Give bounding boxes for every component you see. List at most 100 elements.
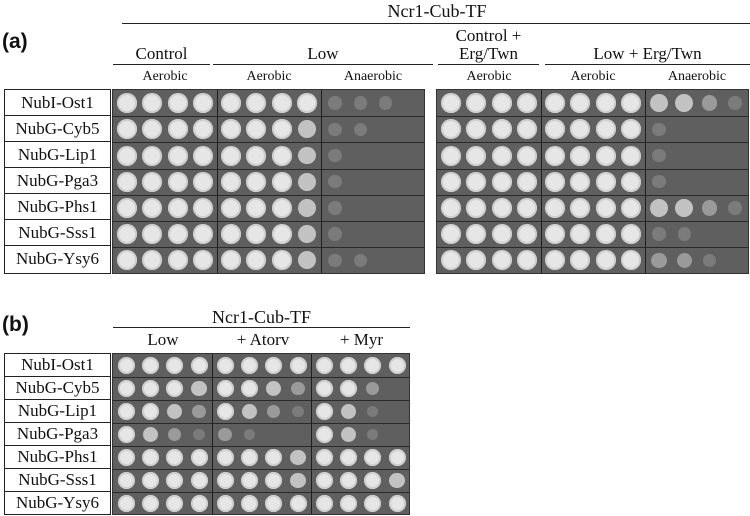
yeast-spot bbox=[595, 171, 616, 192]
strain-label: NubG-Cyb5 bbox=[5, 377, 110, 400]
group-label-low: Low bbox=[307, 44, 339, 63]
panel-b-letter: (b) bbox=[2, 313, 29, 336]
plate-row-divider bbox=[437, 247, 748, 249]
yeast-spot bbox=[441, 250, 461, 271]
plate-row-divider bbox=[113, 400, 409, 401]
yeast-spot bbox=[339, 449, 357, 466]
yeast-spot bbox=[117, 380, 135, 397]
yeast-spot bbox=[265, 357, 283, 374]
yeast-spot bbox=[216, 449, 234, 466]
sub-label-aerobic: Aerobic bbox=[246, 69, 292, 84]
panel-b-title: Ncr1-Cub-TF bbox=[212, 307, 311, 327]
strain-label: NubG-Sss1 bbox=[5, 220, 110, 246]
sub-label-anaerobic: Anaerobic bbox=[343, 69, 403, 84]
yeast-spot bbox=[265, 472, 283, 489]
yeast-spot bbox=[621, 171, 641, 192]
panel-b-title-rule bbox=[113, 327, 410, 328]
yeast-spot bbox=[675, 94, 694, 112]
yeast-spot bbox=[246, 224, 267, 245]
yeast-spot bbox=[466, 93, 487, 114]
strain-label: NubI-Ost1 bbox=[5, 354, 110, 377]
yeast-spot bbox=[570, 93, 591, 114]
yeast-spot bbox=[364, 449, 382, 466]
yeast-spot bbox=[491, 145, 512, 166]
yeast-spot bbox=[570, 224, 591, 245]
yeast-spot bbox=[545, 197, 565, 218]
yeast-spot bbox=[141, 380, 159, 397]
yeast-spot bbox=[142, 145, 163, 166]
yeast-spot bbox=[190, 495, 208, 512]
group-label-low-erg-twn: Low + Erg/Twn bbox=[593, 44, 702, 63]
yeast-spot bbox=[328, 253, 342, 267]
group-label-atorv: + Atorv bbox=[236, 330, 290, 349]
yeast-spot bbox=[491, 250, 512, 271]
yeast-spot bbox=[117, 472, 135, 489]
yeast-spot bbox=[141, 472, 159, 489]
yeast-spot bbox=[388, 449, 406, 466]
yeast-spot bbox=[289, 495, 307, 512]
yeast-spot bbox=[517, 145, 537, 166]
yeast-spot bbox=[652, 148, 666, 163]
yeast-spot bbox=[290, 472, 306, 489]
group-label-low: Low bbox=[147, 330, 179, 349]
yeast-spot bbox=[441, 171, 461, 192]
yeast-spot bbox=[216, 495, 234, 512]
yeast-spot bbox=[595, 145, 616, 166]
plate-row-divider bbox=[113, 247, 424, 249]
plate-row-divider bbox=[113, 221, 424, 222]
yeast-spot bbox=[701, 200, 718, 216]
yeast-spot bbox=[621, 145, 641, 166]
yeast-spot bbox=[117, 426, 135, 443]
group-rule-control bbox=[113, 64, 210, 65]
yeast-spot bbox=[167, 171, 188, 192]
yeast-spot bbox=[545, 224, 565, 245]
yeast-spot bbox=[166, 357, 184, 374]
yeast-spot bbox=[339, 380, 357, 397]
yeast-spot bbox=[621, 250, 641, 271]
yeast-spot bbox=[291, 381, 305, 396]
strain-label: NubG-Lip1 bbox=[5, 400, 110, 423]
yeast-spot bbox=[191, 380, 207, 397]
plate-row-divider bbox=[437, 142, 748, 144]
panel-a-letter: (a) bbox=[2, 30, 28, 53]
yeast-spot bbox=[728, 201, 742, 215]
yeast-spot bbox=[298, 120, 316, 139]
yeast-spot bbox=[517, 250, 537, 271]
yeast-spot bbox=[246, 119, 267, 140]
yeast-spot bbox=[166, 380, 184, 397]
yeast-spot bbox=[221, 145, 241, 166]
yeast-spot bbox=[595, 93, 616, 114]
yeast-spot bbox=[141, 357, 159, 374]
yeast-spot bbox=[367, 428, 379, 441]
plate-row-divider bbox=[113, 168, 424, 170]
yeast-spot bbox=[466, 224, 487, 245]
yeast-spot bbox=[676, 252, 693, 269]
yeast-spot bbox=[216, 357, 234, 374]
yeast-spot bbox=[491, 171, 512, 192]
yeast-spot bbox=[221, 119, 241, 140]
yeast-spot bbox=[167, 403, 183, 420]
yeast-spot bbox=[117, 93, 137, 114]
panel-b-plate bbox=[112, 353, 410, 515]
yeast-spot bbox=[652, 122, 666, 136]
yeast-spot bbox=[141, 403, 159, 420]
yeast-spot bbox=[298, 225, 316, 243]
yeast-spot bbox=[491, 197, 512, 218]
yeast-spot bbox=[271, 93, 292, 114]
yeast-spot bbox=[266, 380, 282, 397]
yeast-spot bbox=[545, 145, 565, 166]
yeast-spot bbox=[298, 146, 316, 165]
yeast-spot bbox=[142, 171, 163, 192]
yeast-spot bbox=[167, 224, 188, 245]
yeast-spot bbox=[701, 95, 718, 111]
panel-a-plate-right bbox=[436, 89, 749, 274]
yeast-spot bbox=[246, 197, 267, 218]
yeast-spot bbox=[193, 145, 213, 166]
yeast-spot bbox=[364, 472, 382, 489]
yeast-spot bbox=[117, 197, 137, 218]
yeast-spot bbox=[271, 145, 292, 166]
yeast-spot bbox=[117, 119, 137, 140]
yeast-spot bbox=[595, 197, 616, 218]
yeast-spot bbox=[466, 250, 487, 271]
yeast-spot bbox=[193, 250, 213, 271]
